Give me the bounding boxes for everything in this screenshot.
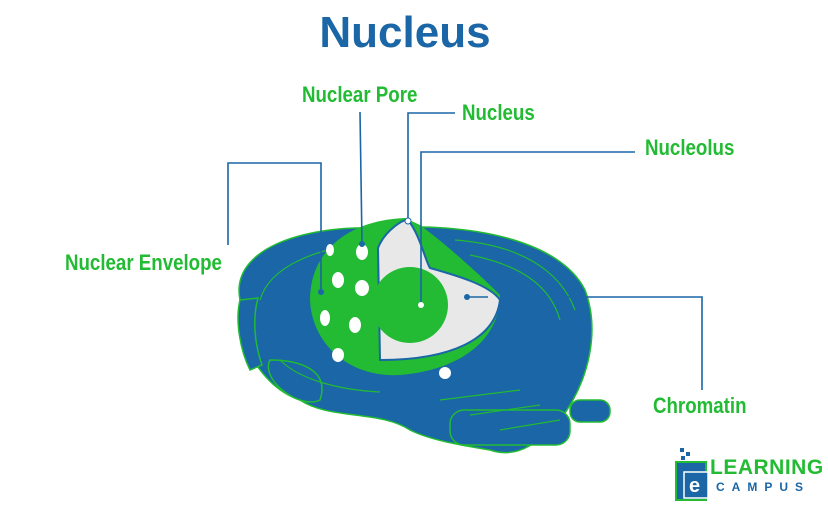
book-icon: e (675, 448, 709, 501)
logo-line2: CAMPUS (716, 480, 811, 494)
label-nuclear-envelope: Nuclear Envelope (65, 250, 222, 275)
nuclear-pores (320, 244, 451, 379)
leader-nuclear-envelope (227, 162, 322, 290)
leader-dots (318, 217, 470, 308)
nucleolus-shape (372, 267, 448, 343)
nucleus-sphere (310, 218, 502, 379)
leader-nucleolus (420, 151, 635, 305)
label-chromatin: Chromatin (653, 393, 747, 418)
e-learning-campus-logo: e LEARNING CAMPUS (672, 446, 823, 506)
label-nucleolus: Nucleolus (645, 135, 735, 160)
logo-line1: LEARNING (710, 456, 824, 479)
leader-lines (227, 111, 703, 390)
leader-nuclear-pore (359, 111, 363, 244)
label-nuclear-pore: Nuclear Pore (302, 82, 418, 107)
page-title: Nucleus (319, 8, 491, 57)
svg-text:e: e (689, 475, 700, 497)
leader-nucleus (407, 112, 455, 220)
label-nucleus: Nucleus (462, 100, 535, 125)
leader-chromatin (567, 296, 703, 390)
